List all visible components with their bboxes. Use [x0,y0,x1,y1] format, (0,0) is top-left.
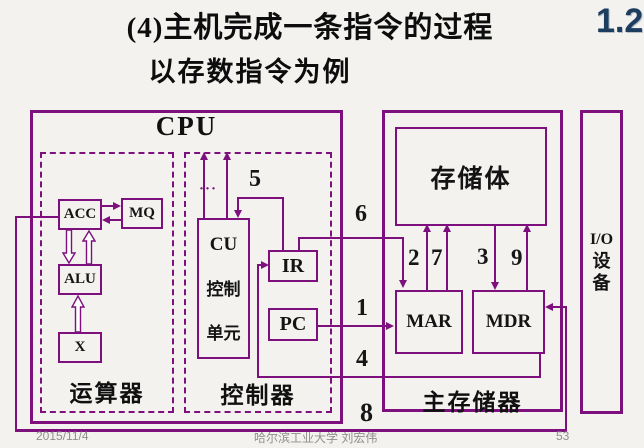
step-8: 8 [360,398,373,427]
line-7-arrowhead [443,224,451,232]
footer-page-number: 53 [556,429,570,443]
line-8-acc-left [15,216,58,218]
line-4-arrowhead [261,261,269,269]
ir-register: IR [268,250,318,282]
line-8-bottom [15,429,567,432]
line-8-vert-right [565,306,567,431]
line-2-arrowhead [423,224,431,232]
slide-subtitle: 以存数指令为例 [148,57,352,87]
alu-to-acc-arrow [82,230,96,264]
x-register: X [58,332,102,363]
mar-register: MAR [395,290,463,354]
footer-date: 2015/11/4 [36,429,89,443]
line-5-horizontal [237,197,284,199]
cu-control-ellipsis: ··· [199,181,218,197]
control-label: 控制器 [220,383,296,408]
cu-control-arrow-1 [200,152,208,160]
mq-register: MQ [121,198,163,229]
cpu-label: CPU [155,111,218,141]
main-memory-label: 主存储器 [422,390,523,415]
acc-register: ACC [58,199,102,230]
io-device-box: I/O 设 备 [580,110,623,414]
line-4-from-mdr [539,352,541,378]
line-7 [446,231,448,290]
acc-to-alu-arrow [62,230,76,264]
line-6-horizontal [298,237,404,239]
datapath-dashed-box [40,152,174,413]
acc-to-mq-arrowhead [113,202,121,210]
cu-label-line2: 控制 [206,279,241,299]
main-memory-box [382,110,563,412]
line-6-arrowhead [399,280,407,288]
cu-box: CU 控制 单元 [197,218,250,359]
line-6-stub [298,238,300,250]
cpu-box [30,110,343,424]
line-5-arrowhead [234,210,242,218]
slide-title: (4)主机完成一条指令的过程 [126,12,494,44]
cu-control-line-1 [203,158,205,218]
line-5-vert [237,197,239,211]
line-9 [526,231,528,290]
step-7: 7 [431,245,443,270]
line-8-into-mdr [550,306,566,308]
step-6: 6 [355,201,367,227]
line-4-horizontal [257,376,541,378]
line-4-into-ir [257,264,263,266]
io-label-line3: 备 [592,273,611,293]
line-3-arrowhead [491,282,499,290]
datapath-label: 运算器 [69,381,145,406]
cu-label-line3: 单元 [206,323,241,343]
section-badge: 1.2 [596,2,644,40]
control-dashed-box [184,152,332,413]
io-label-line2: 设 [592,250,611,271]
mq-to-acc-line [108,219,121,221]
step-1: 1 [356,295,368,321]
cu-control-arrow-2 [223,152,231,160]
line-4-vert [257,264,259,378]
cu-control-line-2 [226,158,228,218]
pc-register: PC [268,308,318,341]
x-to-alu-arrow [71,295,85,332]
line-1-arrowhead [386,322,394,330]
line-9-arrowhead [523,224,531,232]
line-6-vert [402,237,404,282]
step-9: 9 [511,245,523,270]
line-5-from-ir [282,197,284,250]
memory-bank-box: 存储体 [395,127,547,226]
step-3: 3 [477,244,489,269]
line-3 [494,226,496,284]
line-8-vert-left [15,216,17,431]
step-2: 2 [408,245,420,270]
line-8-arrowhead [545,303,553,311]
footer-credit: 哈尔滨工业大学 刘宏伟 [254,431,378,445]
mq-to-acc-arrowhead [102,216,110,224]
step-4: 4 [356,346,368,372]
mdr-register: MDR [472,290,545,354]
acc-to-mq-line [102,205,115,207]
step-5: 5 [249,166,261,192]
line-2 [426,231,428,290]
line-1-pc-mar [318,325,388,327]
alu-unit-box: ALU [58,264,102,295]
io-label-line1: I/O [589,230,614,248]
cu-label: CU [209,233,238,255]
